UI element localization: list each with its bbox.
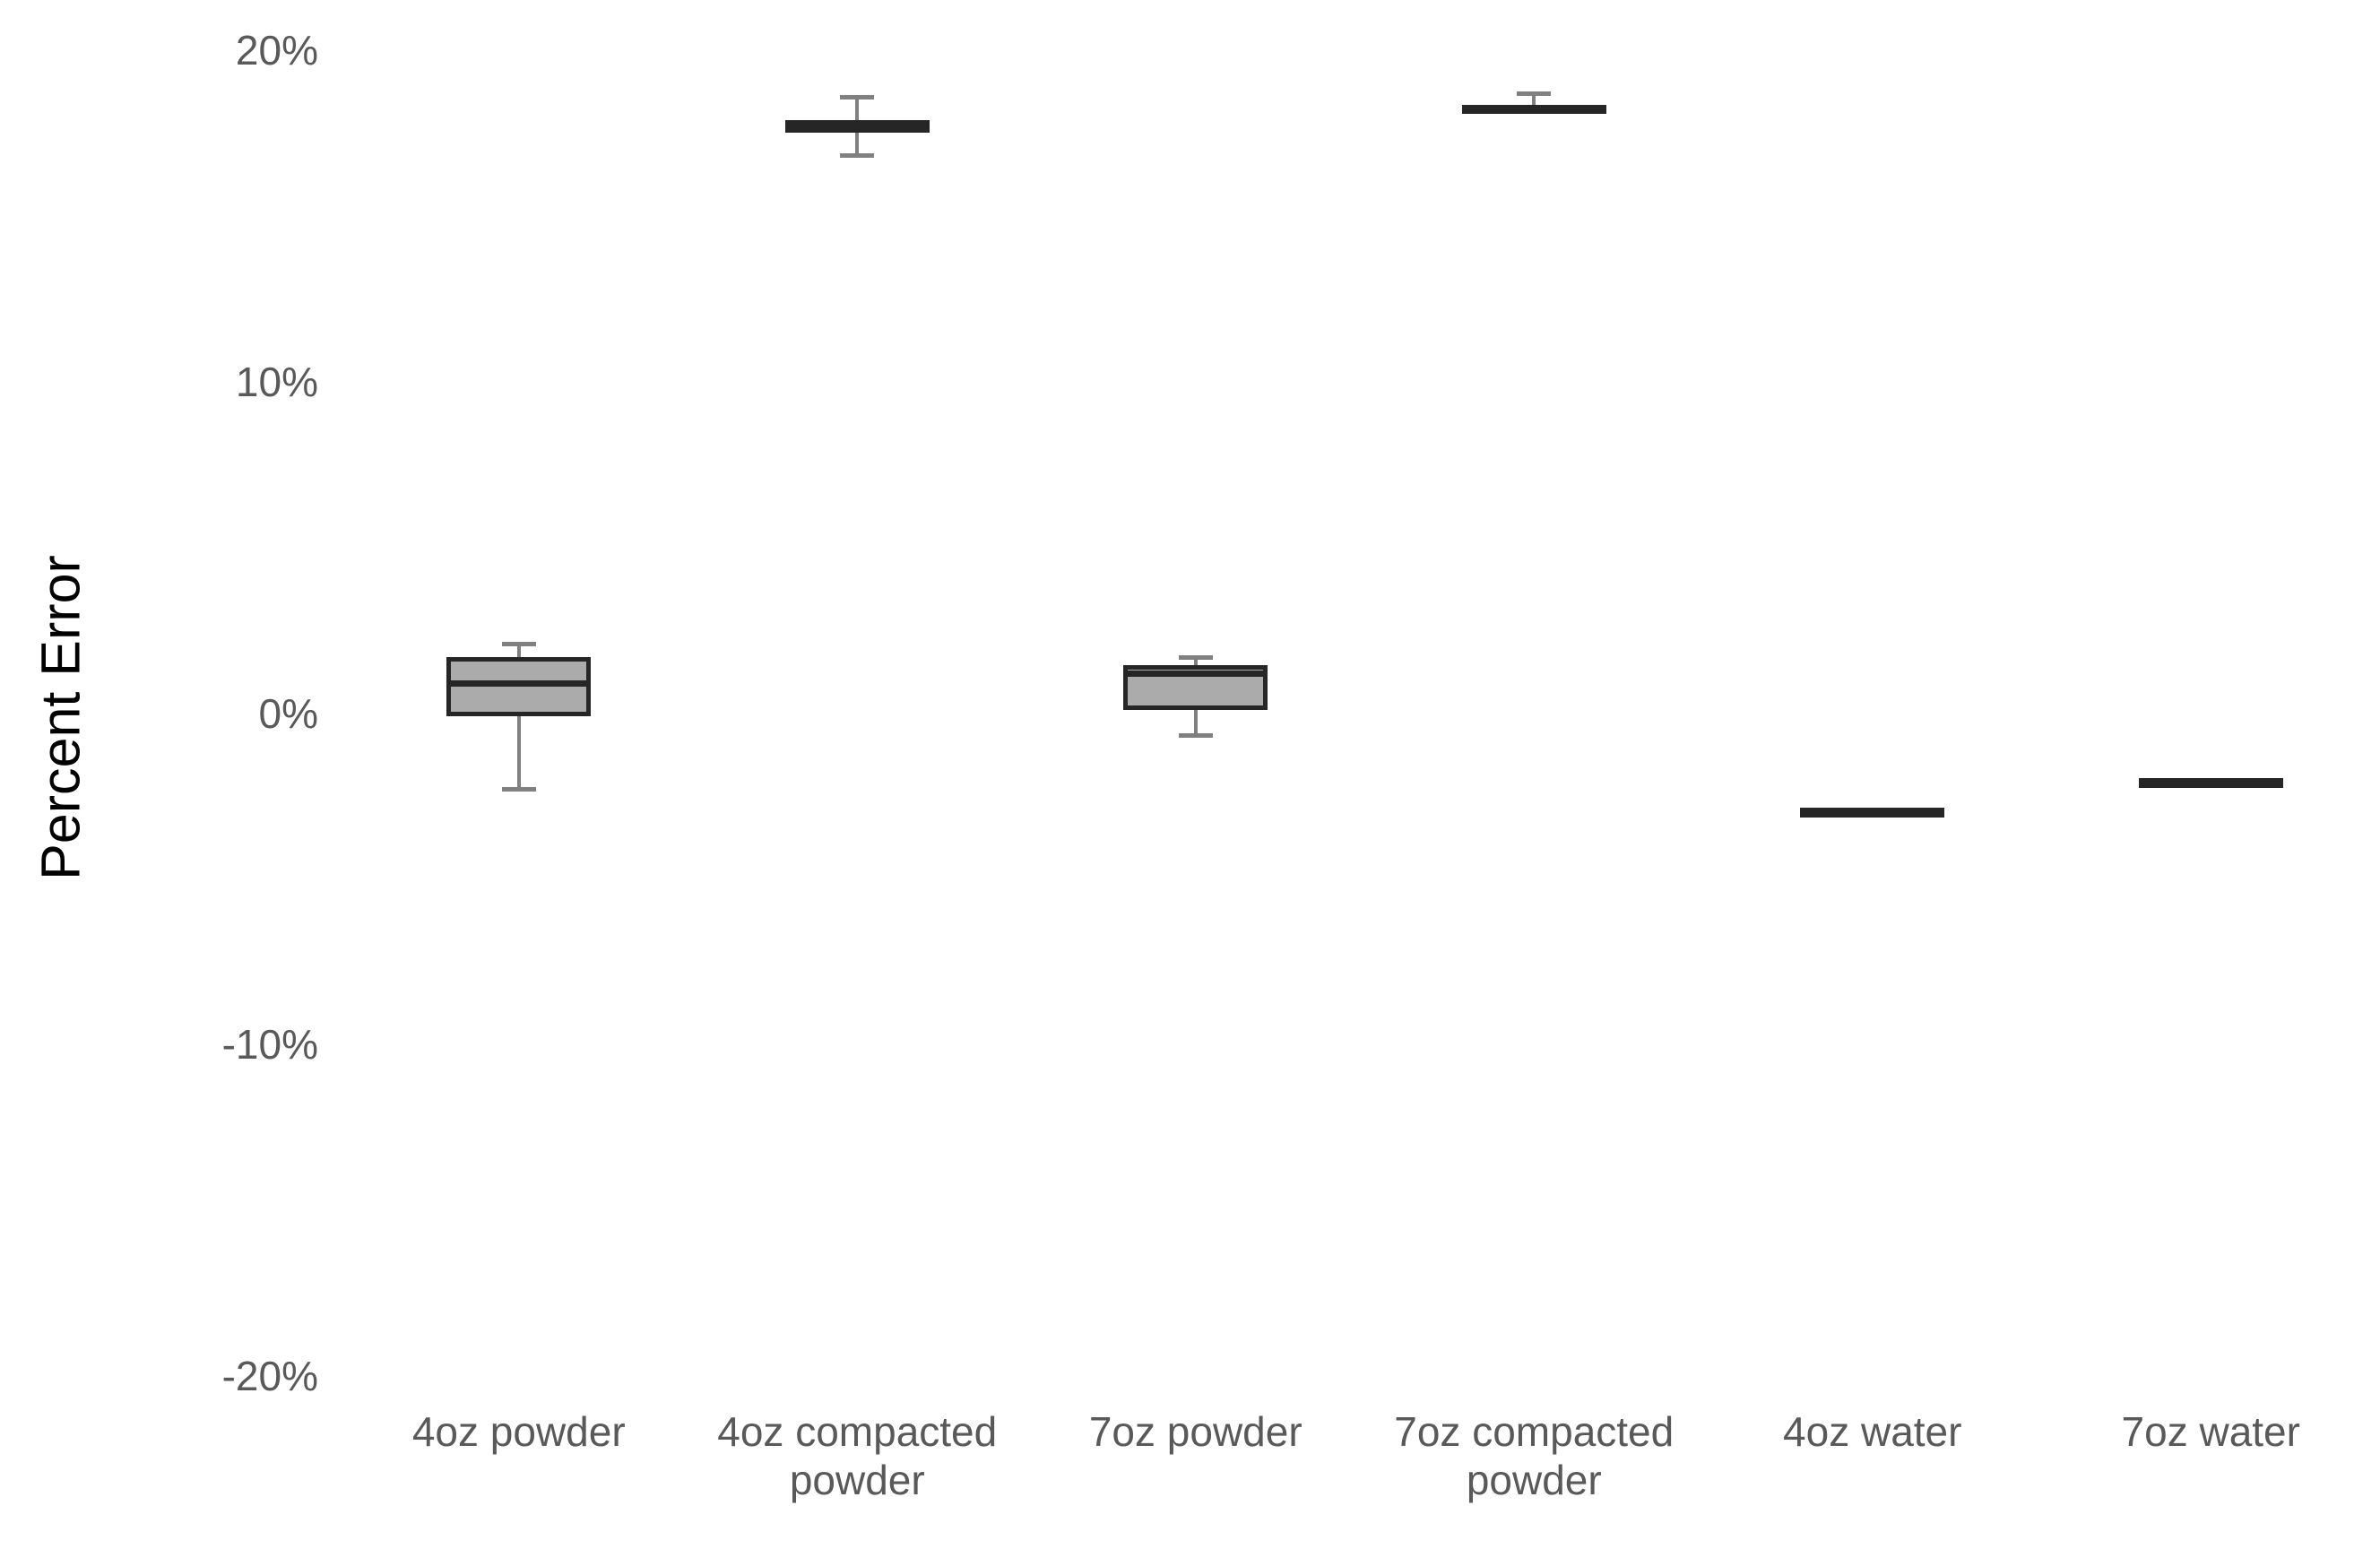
upper-whisker-line [855,96,860,120]
y-axis-tick-label: 10% [235,358,318,405]
upper-whisker-cap [840,94,875,100]
x-axis-label-line: powder [789,1457,925,1504]
lower-whisker-line [1193,709,1198,737]
y-axis-tick-label: 0% [258,689,318,737]
y-axis-tick-label: -10% [221,1021,318,1069]
x-axis-label-line: 7oz compacted [1394,1408,1675,1455]
lower-whisker-cap [501,786,536,792]
x-axis-label-line: 4oz water [1783,1408,1962,1455]
y-axis-tick-label: -20% [221,1353,318,1400]
y-axis-title: Percent Error [30,555,91,880]
upper-whisker-cap [1517,91,1552,96]
upper-whisker-cap [501,641,536,646]
x-axis-label-line: 4oz compacted [717,1408,998,1455]
upper-whisker-line [1193,656,1198,665]
upper-whisker-cap [1178,654,1213,660]
x-axis-category-label: 7oz powder [1026,1407,1365,1456]
median-line [2138,779,2283,786]
x-axis-label-line: 4oz powder [411,1408,626,1455]
lower-whisker-line [516,716,521,790]
lower-whisker-cap [1178,733,1213,739]
box-plot-series[interactable] [1800,0,1945,1380]
lower-whisker-line [855,133,860,157]
upper-whisker-line [516,643,521,657]
box-plot-series[interactable] [784,0,930,1380]
median-line [1461,106,1606,113]
y-axis-tick-labels: 20% 10% 0% -10% -20% [85,0,318,1549]
lower-whisker-cap [840,153,875,159]
upper-whisker-line [1532,92,1536,105]
plot-area [350,0,2380,1380]
x-axis-category-label: 4oz water [1703,1407,2042,1456]
box-plot-series[interactable] [1461,0,1606,1380]
x-axis-label-line: powder [1466,1457,1602,1504]
box-plot-series[interactable] [2138,0,2283,1380]
y-axis-tick-label: 20% [235,26,318,74]
x-axis-category-label: 4oz powder [350,1407,688,1456]
box-plot-series[interactable] [1123,0,1268,1380]
median-line [1123,670,1268,677]
median-line [446,679,592,687]
box-rect[interactable] [446,656,592,717]
box-plot-series[interactable] [446,0,592,1380]
x-axis-category-label: 7oz water [2042,1407,2380,1456]
x-axis-label-line: 7oz powder [1088,1408,1303,1455]
median-line [784,123,930,130]
x-axis-label-line: 7oz water [2121,1408,2300,1455]
median-line [1800,810,1945,818]
